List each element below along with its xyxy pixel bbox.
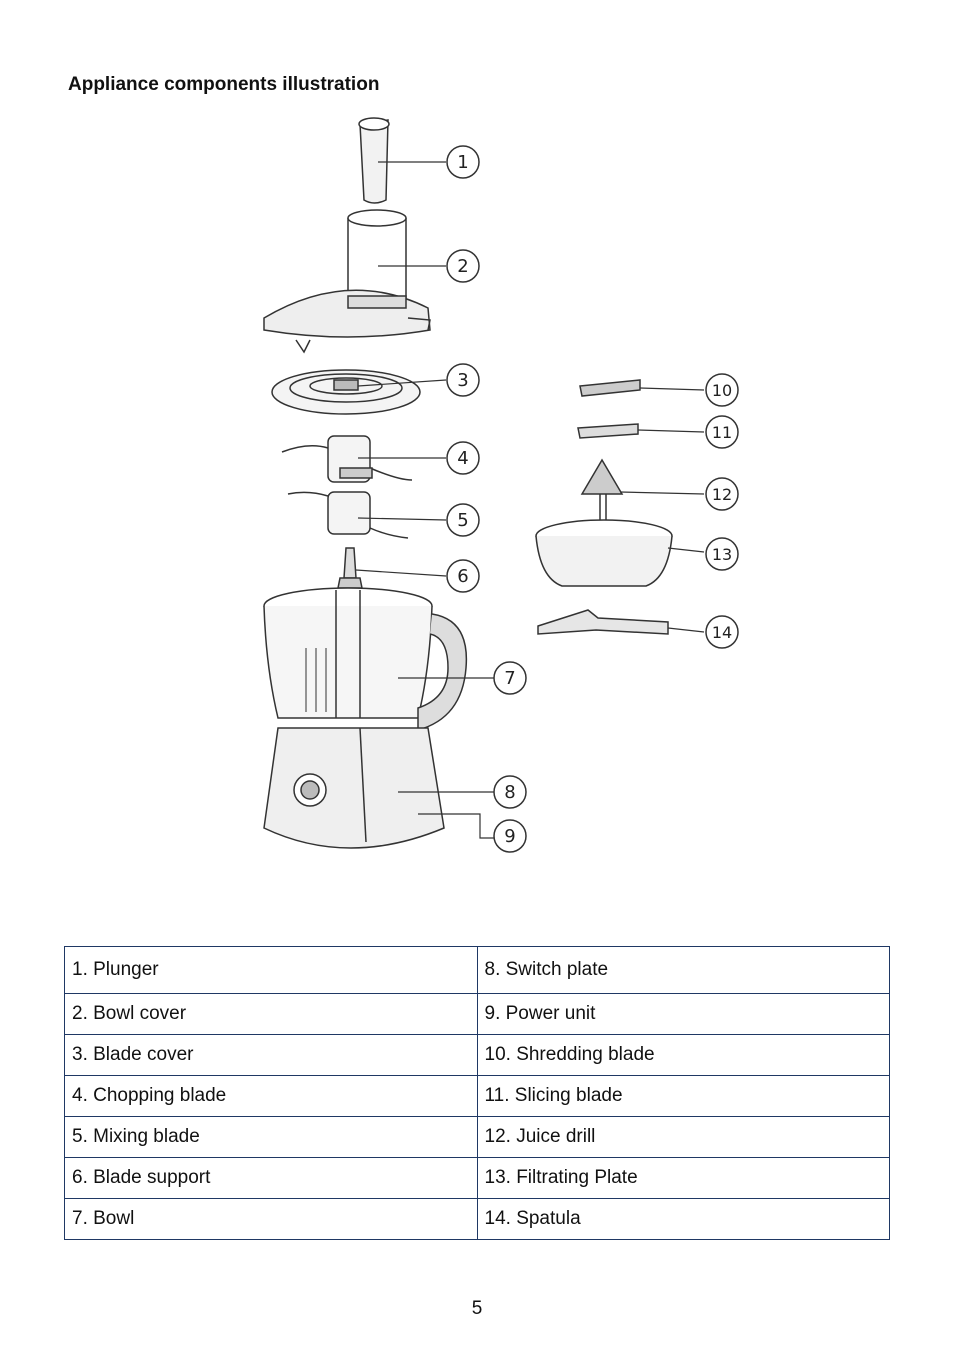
- blade-cover-drawing: [271, 369, 421, 415]
- table-cell: 5. Mixing blade: [64, 1116, 478, 1158]
- shredding-blade-drawing: [579, 379, 641, 397]
- plunger-drawing: [358, 117, 390, 204]
- filtrating-plate-drawing: [535, 519, 673, 587]
- table-row: 4. Chopping blade 11. Slicing blade: [64, 1075, 890, 1117]
- table-cell: 9. Power unit: [476, 993, 890, 1035]
- callout-4: 4: [457, 448, 468, 469]
- table-row: 5. Mixing blade 12. Juice drill: [64, 1116, 890, 1158]
- table-cell: 4. Chopping blade: [64, 1075, 478, 1117]
- callout-14: 14: [712, 623, 732, 642]
- table-cell: 14. Spatula: [476, 1198, 890, 1240]
- exploded-diagram: 1 2 3 4 5 6 7 8 9 10 11 12 13 14: [248, 108, 748, 864]
- page-number: 5: [471, 1298, 483, 1319]
- bowl-drawing: [263, 587, 468, 731]
- callout-3: 3: [457, 370, 468, 391]
- table-cell: 12. Juice drill: [476, 1116, 890, 1158]
- power-unit-drawing: [263, 727, 445, 849]
- callout-12: 12: [712, 485, 732, 504]
- table-cell: 3. Blade cover: [64, 1034, 478, 1076]
- table-row: 2. Bowl cover 9. Power unit: [64, 993, 890, 1035]
- callout-8: 8: [504, 782, 515, 803]
- callout-6: 6: [457, 566, 468, 587]
- table-row: 7. Bowl 14. Spatula: [64, 1198, 890, 1240]
- parts-table: 1. Plunger 8. Switch plate 2. Bowl cover…: [64, 946, 890, 1240]
- mixing-blade-drawing: [287, 491, 409, 539]
- spatula-drawing: [537, 609, 669, 635]
- table-row: 3. Blade cover 10. Shredding blade: [64, 1034, 890, 1076]
- blade-support-drawing: [337, 547, 363, 589]
- table-cell: 2. Bowl cover: [64, 993, 478, 1035]
- callout-5: 5: [457, 510, 468, 531]
- table-cell: 1. Plunger: [64, 946, 478, 994]
- bowl-cover-drawing: [263, 209, 431, 354]
- table-row: 1. Plunger 8. Switch plate: [64, 946, 890, 994]
- table-cell: 10. Shredding blade: [476, 1034, 890, 1076]
- table-cell: 7. Bowl: [64, 1198, 478, 1240]
- table-row: 6. Blade support 13. Filtrating Plate: [64, 1157, 890, 1199]
- callout-10: 10: [712, 381, 732, 400]
- table-cell: 8. Switch plate: [476, 946, 890, 994]
- table-cell: 13. Filtrating Plate: [476, 1157, 890, 1199]
- callout-13: 13: [712, 545, 732, 564]
- callout-11: 11: [712, 423, 732, 442]
- page-title: Appliance components illustration: [68, 74, 380, 95]
- table-cell: 6. Blade support: [64, 1157, 478, 1199]
- juice-drill-drawing: [580, 458, 624, 529]
- callout-2: 2: [457, 256, 468, 277]
- callout-1: 1: [457, 152, 468, 173]
- chopping-blade-drawing: [281, 435, 413, 483]
- callout-7: 7: [504, 668, 515, 689]
- table-cell: 11. Slicing blade: [476, 1075, 890, 1117]
- callout-9: 9: [504, 826, 515, 847]
- slicing-blade-drawing: [577, 423, 639, 439]
